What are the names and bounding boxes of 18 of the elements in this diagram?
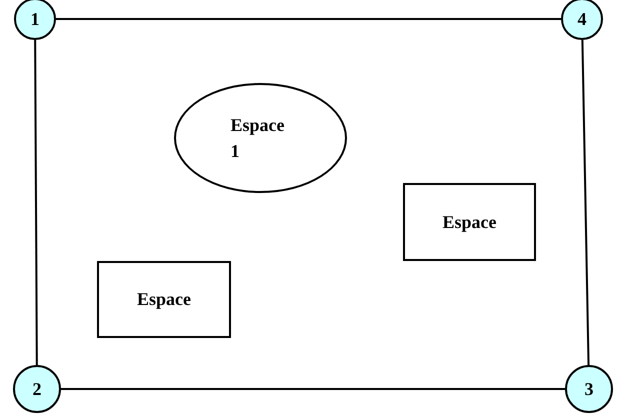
space-label: Espace: [442, 212, 496, 232]
connector-line: [56, 18, 561, 20]
rectangle-box: [403, 183, 536, 261]
connector-line: [581, 40, 590, 366]
corner-number: 4: [578, 8, 586, 30]
corner-number: 2: [32, 378, 42, 400]
connector-line: [34, 40, 38, 365]
corner-circle: [561, 0, 603, 40]
corner-number: 1: [30, 8, 40, 30]
connector-line: [61, 388, 565, 390]
ellipse-shape: [174, 83, 347, 193]
corner-circle: [14, 0, 56, 40]
rectangle-box: [97, 261, 231, 338]
space-label: Espace 1: [230, 114, 286, 163]
corner-number: 3: [584, 378, 594, 400]
corner-circle: [13, 365, 61, 413]
space-label: Espace: [137, 289, 191, 310]
corner-circle: [565, 365, 613, 413]
